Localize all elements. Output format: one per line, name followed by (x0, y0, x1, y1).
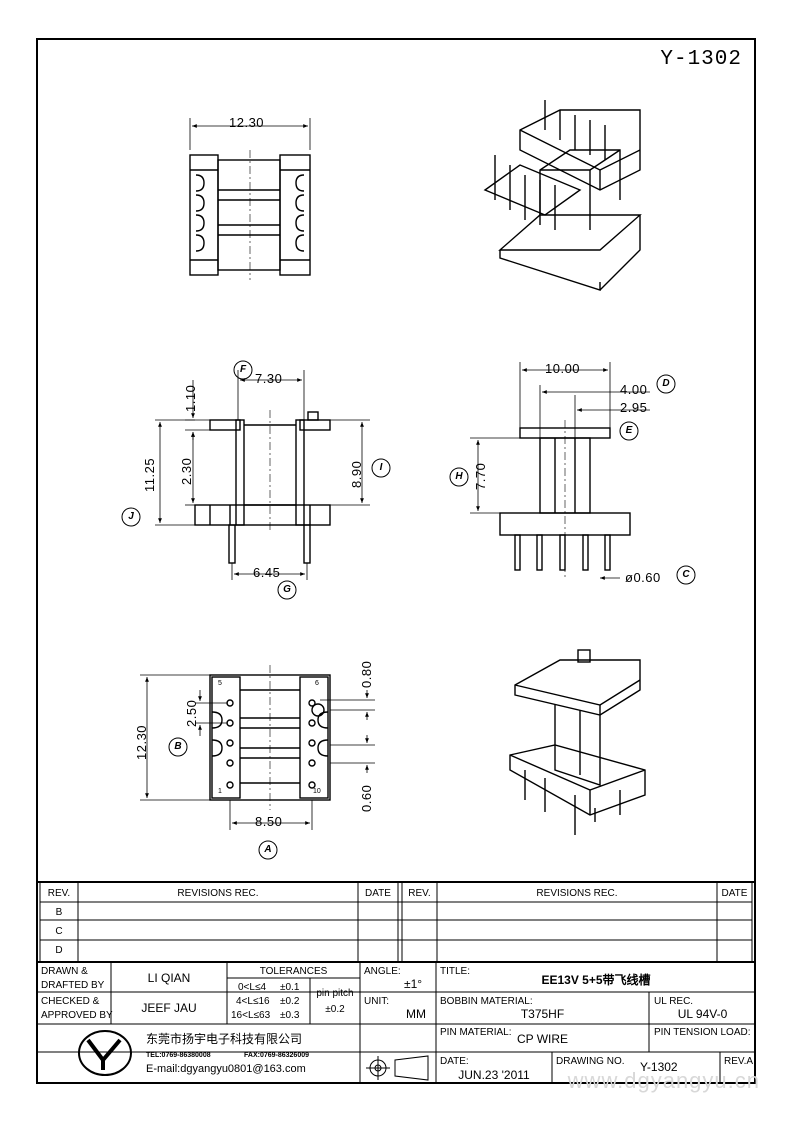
dim-pin-dia: ø0.60 (625, 570, 661, 585)
tol3: 16<L≤63 (231, 1010, 271, 1021)
bobbin-material-value: T375HF (520, 1007, 565, 1021)
title-label: TITLE: (440, 966, 471, 977)
drawing-sheet (36, 38, 756, 1084)
company-tel: TEL:0769-86380008 (146, 1052, 211, 1059)
date-label: DATE: (440, 1056, 469, 1067)
marker-g: G (283, 584, 291, 595)
isometric-view-bottom (509, 649, 646, 835)
title-value: EE13V 5+5带飞线槽 (541, 973, 651, 987)
side-view (155, 370, 370, 580)
rev-row-b: B (55, 907, 63, 918)
dim-side-height: 8.90 (349, 460, 364, 488)
dim-side-flange: 1.10 (183, 384, 198, 412)
rec-header-right: REVISIONS REC. (536, 888, 618, 899)
drawn-by: LI QIAN (147, 971, 191, 985)
marker-j: J (128, 511, 134, 522)
tolerances-label: TOLERANCES (259, 966, 328, 977)
marker-d: D (662, 378, 670, 389)
pin-pitch-label: pin pitch (316, 988, 354, 999)
rev-row-c: C (55, 926, 63, 937)
dim-bottom-width: 8.50 (255, 814, 283, 829)
angle-value: ±1° (404, 977, 423, 991)
marker-b: B (174, 741, 182, 752)
isometric-view-top (483, 100, 642, 291)
marker-h: H (455, 471, 463, 482)
dim-front-width: 10.00 (545, 361, 581, 376)
pin-label-1: 1 (218, 788, 222, 795)
drafted-label: DRAFTED BY (41, 980, 105, 991)
ul-value: UL 94V-0 (677, 1007, 728, 1021)
dim-bottom-pitch: 2.50 (184, 699, 199, 727)
tol1-value: ±0.1 (280, 982, 300, 993)
date-header-right: DATE (721, 888, 748, 899)
company-name: 东莞市扬宇电子科技有限公司 (146, 1032, 303, 1046)
rev-row-d: D (55, 945, 63, 956)
dim-bottom-height: 12.30 (134, 724, 149, 760)
dim-bottom-bot-off: 0.60 (359, 784, 374, 812)
company-email: E-mail:dgyangyu0801@163.com (146, 1063, 306, 1075)
date-header-left: DATE (365, 888, 391, 899)
dim-side-width: 7.30 (255, 371, 283, 386)
pin-label-10: 10 (313, 788, 321, 795)
checked-by: JEEF JAU (141, 1001, 197, 1015)
approved-label: APPROVED BY (41, 1010, 113, 1021)
drawing-no-value: Y-1302 (640, 1060, 678, 1074)
company-fax: FAX:0769-86326009 (244, 1052, 309, 1059)
dim-side-height-total: 11.25 (142, 457, 157, 492)
unit-value: MM (406, 1007, 426, 1021)
watermark: www.dgyangyu.cn (567, 1068, 760, 1093)
unit-label: UNIT: (364, 996, 389, 1007)
tol3-value: ±0.3 (280, 1010, 300, 1021)
dim-bottom-top-off: 0.80 (359, 660, 374, 688)
dim-front-d: 4.00 (620, 382, 648, 397)
bobbin-material-label: BOBBIN MATERIAL: (440, 996, 533, 1007)
front-view (470, 362, 650, 580)
marker-e: E (625, 425, 633, 436)
ul-label: UL REC. (654, 996, 694, 1007)
dim-front-e: 2.95 (620, 400, 648, 415)
tol1: 0<L≤4 (238, 982, 267, 993)
drawn-label: DRAWN & (41, 966, 88, 977)
marker-i: I (379, 462, 383, 473)
pin-pitch-tol: ±0.2 (325, 1004, 345, 1015)
pin-material-label: PIN MATERIAL: (440, 1027, 512, 1038)
rev-label: REV.A (724, 1056, 754, 1067)
pin-material-value: CP WIRE (516, 1032, 569, 1046)
tol2-value: ±0.2 (280, 996, 300, 1007)
marker-a: A (264, 844, 272, 855)
rec-header-left: REVISIONS REC. (177, 888, 259, 899)
dim-top-width: 12.30 (229, 115, 265, 130)
dim-side-gap: 2.30 (179, 457, 194, 485)
drawing-no-label: DRAWING NO. (556, 1056, 625, 1067)
date-value: JUN.23 '2011 (458, 1068, 530, 1082)
dim-side-pin-span: 6.45 (253, 565, 281, 580)
angle-label: ANGLE: (364, 966, 401, 977)
rev-header-left: REV. (47, 888, 71, 899)
tol2: 4<L≤16 (236, 996, 270, 1007)
pin-label-6: 6 (315, 680, 319, 687)
title-block-lines (36, 881, 756, 1084)
top-view (189, 118, 311, 280)
marker-c: C (682, 569, 690, 580)
drawing-number: Y-1302 (660, 48, 742, 71)
marker-f: F (239, 364, 247, 375)
bottom-view (140, 665, 375, 830)
dim-front-height: 7.70 (473, 462, 488, 490)
pin-label-5: 5 (218, 680, 222, 687)
projection-symbol-icon (366, 1055, 429, 1081)
checked-label: CHECKED & (41, 996, 100, 1007)
pin-tension-label: PIN TENSION LOAD: (654, 1027, 751, 1038)
rev-header-right: REV. (408, 888, 431, 899)
company-logo-icon (78, 1030, 132, 1076)
